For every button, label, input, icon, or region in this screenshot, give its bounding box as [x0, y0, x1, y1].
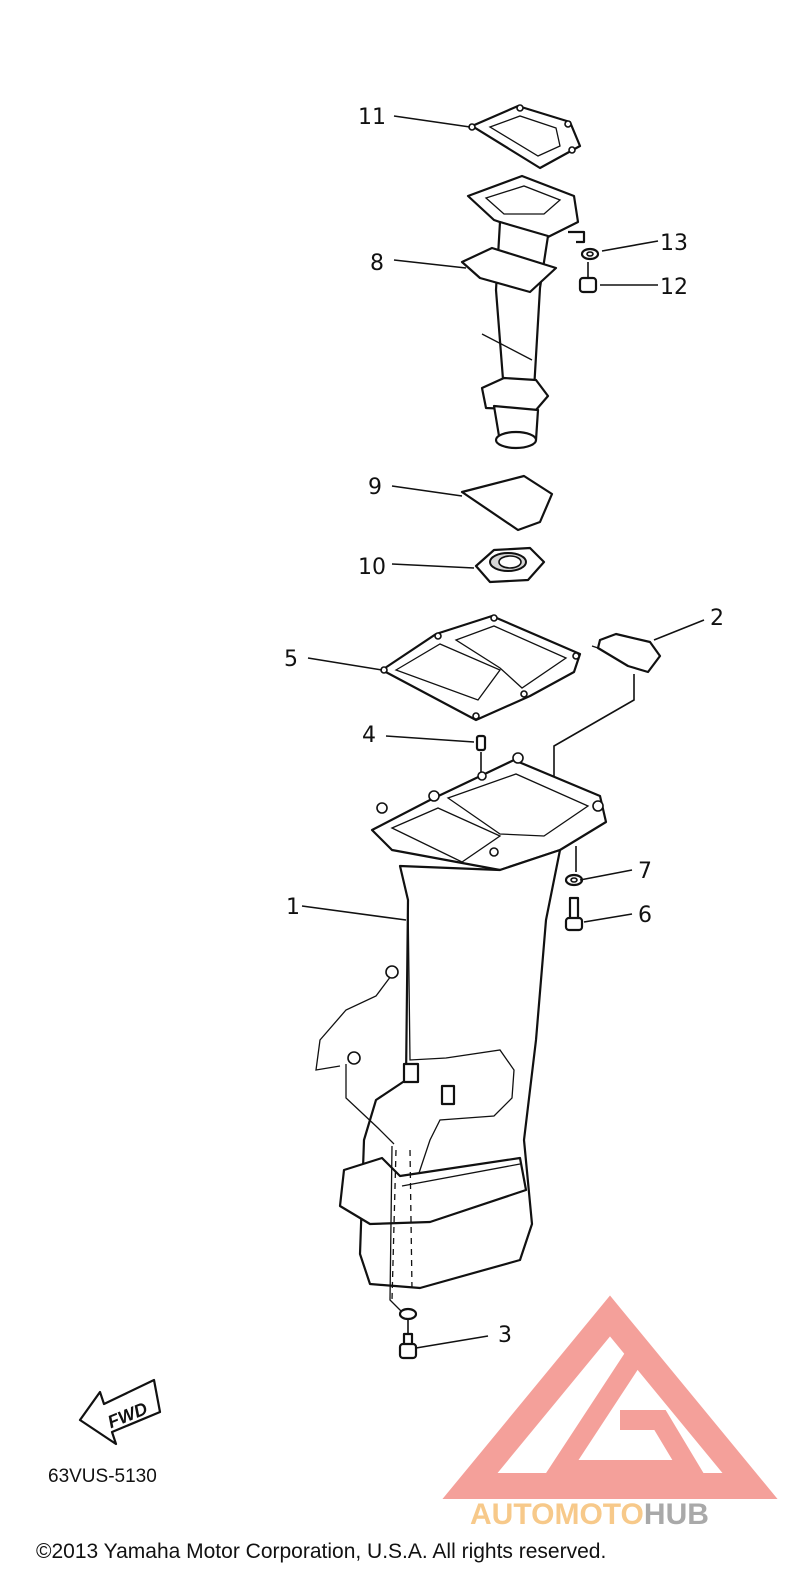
watermark-text: AUTOMOTOHUB: [470, 1498, 709, 1531]
part-9-gasket: [460, 474, 554, 532]
automotohub-watermark-logo: AUTOMOTOHUB: [442, 1295, 778, 1531]
leader-lines: [301, 115, 705, 1349]
callout-2: 2: [710, 606, 724, 631]
part-5-gasket: [380, 614, 582, 722]
callout-12: 12: [660, 275, 688, 300]
callout-7: 7: [638, 859, 652, 884]
callout-5: 5: [284, 647, 298, 672]
part-1-upper-casing: [315, 752, 608, 1321]
callout-11: 11: [358, 105, 386, 130]
fwd-arrow-icon: FWD: [78, 1378, 162, 1446]
callout-13: 13: [660, 231, 688, 256]
part-2-cover: [553, 632, 662, 790]
callout-3: 3: [498, 1323, 512, 1348]
part-11-gasket: [468, 104, 582, 170]
callout-8: 8: [370, 251, 384, 276]
callout-4: 4: [362, 723, 376, 748]
part-7-washer: [564, 846, 584, 887]
callout-1: 1: [286, 895, 300, 920]
part-3-bolt: [398, 1320, 418, 1360]
copyright-notice: ©2013 Yamaha Motor Corporation, U.S.A. A…: [36, 1540, 606, 1563]
callout-9: 9: [368, 475, 382, 500]
callout-10: 10: [358, 555, 386, 580]
part-13-washer: [580, 247, 600, 261]
diagram-code: 63VUS-5130: [48, 1466, 157, 1487]
part-4-dowel-pin: [475, 734, 487, 774]
part-10-damper-ring: [474, 546, 546, 584]
part-8-exhaust-guide: [460, 174, 586, 450]
callout-6: 6: [638, 903, 652, 928]
callout-numbers: 11 8 13 12 9 10 2 5 4 7 1 6 3: [284, 105, 724, 1348]
part-6-bolt: [564, 896, 584, 932]
part-12-bolt: [578, 262, 598, 294]
